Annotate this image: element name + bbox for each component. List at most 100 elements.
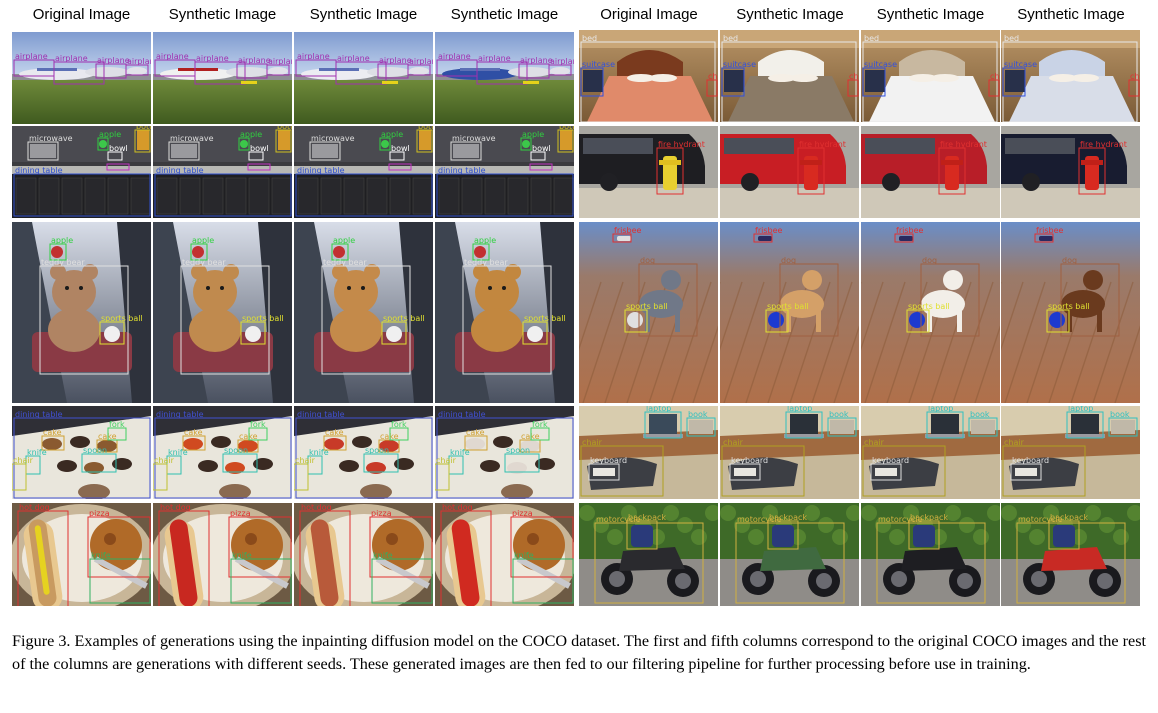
bbox-label: bed: [582, 34, 597, 43]
bbox: [729, 463, 761, 481]
bbox: [721, 67, 745, 97]
bbox-label: spoon: [365, 446, 389, 455]
bbox: [158, 510, 210, 606]
bbox: [96, 439, 118, 453]
bbox-label: bowl: [109, 144, 128, 153]
bbox: [240, 321, 266, 345]
bbox: [557, 129, 574, 153]
bbox-label: teddy bear: [41, 258, 85, 267]
header-original-left: Original Image: [32, 6, 131, 23]
bbox: [906, 309, 930, 333]
bbox: [827, 417, 857, 437]
bbox-label: cake: [43, 428, 62, 437]
bbox: [379, 137, 391, 151]
bbox: [27, 141, 59, 161]
bbox-label: spoon: [83, 446, 107, 455]
bbox-label: bottle: [559, 126, 574, 131]
bbox: [450, 141, 482, 161]
bbox: [504, 453, 540, 473]
bbox-label: keyboard: [872, 456, 909, 465]
bbox-label: sports ball: [626, 302, 668, 311]
bbox-label: cake: [184, 428, 203, 437]
bbox: [753, 233, 773, 243]
bbox-label: sports ball: [1048, 302, 1090, 311]
bbox-label: knife: [91, 551, 111, 560]
bbox-label: fork: [532, 420, 548, 429]
bbox-label: chair: [436, 456, 457, 465]
bbox: [87, 516, 151, 578]
header-synthetic-right-2: Synthetic Image: [876, 6, 985, 23]
bbox-label: airplane: [268, 57, 292, 66]
bbox: [154, 173, 292, 217]
bbox-label: chair: [723, 438, 744, 447]
bbox: [107, 427, 127, 441]
bbox: [134, 129, 151, 153]
bbox-label: bottle: [136, 126, 151, 131]
bbox: [1128, 79, 1140, 97]
bbox-label: keyboard: [590, 456, 627, 465]
bbox-label: fire hydrant: [1080, 140, 1127, 149]
scene-image: bedsuitcasechair: [579, 30, 718, 122]
bbox-label: motorcycle: [1018, 515, 1063, 524]
bbox-label: dining table: [297, 410, 345, 419]
bbox-label: sports ball: [101, 314, 143, 323]
bbox: [266, 64, 290, 76]
bbox: [435, 463, 450, 491]
bbox-label: suitcase: [723, 60, 756, 69]
bbox-label: suitcase: [582, 60, 615, 69]
bbox: [81, 453, 117, 473]
bbox: [472, 243, 490, 261]
bbox-label: cake: [239, 432, 258, 441]
header-synthetic-right-3: Synthetic Image: [1017, 6, 1125, 23]
scene-image: bedsuitcasechair: [861, 30, 1000, 122]
bbox: [1010, 463, 1042, 481]
bbox-label: dining table: [156, 166, 204, 175]
bbox-label: bed: [864, 34, 879, 43]
header-synthetic-left-3: Synthetic Image: [450, 6, 559, 23]
bbox-label: airplane: [297, 52, 330, 61]
bbox: [644, 411, 682, 439]
bbox-label: sports ball: [524, 314, 566, 323]
bbox-label: airplane: [127, 57, 151, 66]
bbox: [389, 151, 405, 161]
bbox: [638, 263, 698, 337]
bbox: [13, 173, 151, 217]
bbox-label: dog: [781, 256, 796, 265]
bbox-label: bowl: [391, 144, 410, 153]
bbox-label: motorcycle: [737, 515, 782, 524]
bbox: [580, 67, 604, 97]
bbox-label: sports ball: [383, 314, 425, 323]
bbox: [228, 516, 292, 578]
bbox-label: apple: [333, 236, 355, 245]
bbox-label: bowl: [250, 144, 269, 153]
bbox-label: hot dog: [301, 503, 332, 512]
bbox: [1002, 67, 1026, 97]
bbox-label: airplane: [97, 56, 130, 65]
bbox-label: fire hydrant: [799, 140, 846, 149]
bbox-label: airplane: [55, 54, 88, 63]
bbox: [321, 265, 411, 375]
bbox: [369, 516, 433, 578]
bbox: [1060, 263, 1120, 337]
bbox-label: cake: [325, 428, 344, 437]
bbox-label: book: [1110, 410, 1130, 419]
bbox: [335, 61, 387, 85]
bbox: [125, 64, 149, 76]
bbox: [686, 417, 716, 437]
